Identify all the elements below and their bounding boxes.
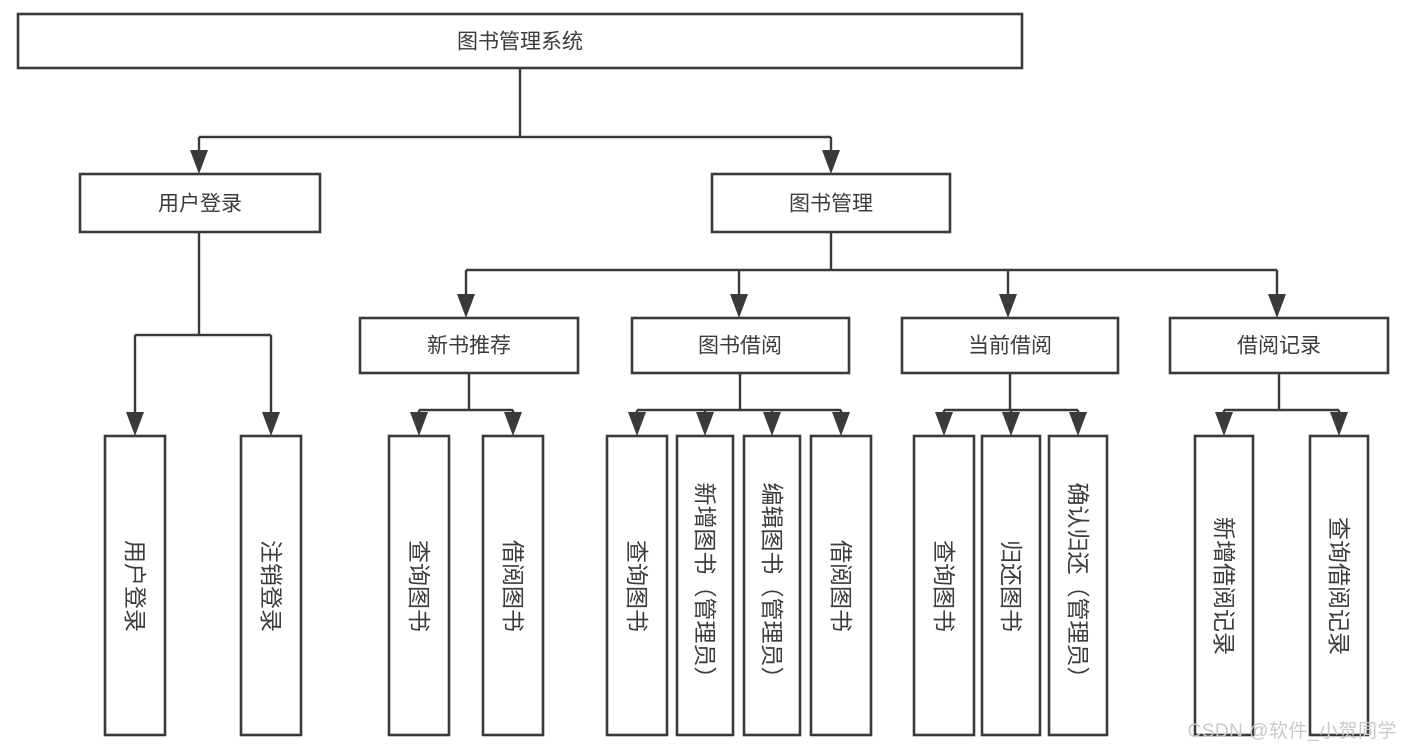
leaf-nb-borrow-book[interactable]: 借阅图书 [481, 434, 545, 737]
node-root-box[interactable] [16, 12, 1024, 70]
node-current-borrow[interactable]: 当前借阅 [900, 316, 1120, 375]
leaf-bb-query-book[interactable]: 查询图书 [605, 434, 669, 737]
arrow-head-bb-leaf-3 [763, 412, 781, 436]
leaf-user-login[interactable]: 用户登录 [103, 434, 167, 737]
arrow-head-current-borrow [999, 294, 1017, 318]
arrow-head-cb-leaf-3 [1069, 412, 1087, 436]
leaf-nb-query-book-label: 查询图书 [406, 540, 432, 632]
node-book-manage-label: 图书管理 [789, 193, 873, 216]
leaf-bb-query-book-label: 查询图书 [624, 540, 650, 632]
leaf-br-query-record-label: 查询借阅记录 [1326, 517, 1352, 655]
arrow-head-book-borrow [730, 294, 748, 318]
leaf-user-login-label: 用户登录 [122, 540, 148, 632]
connectors [126, 68, 1348, 436]
leaf-cb-query-book-box[interactable] [912, 434, 976, 737]
leaf-logout-label: 注销登录 [258, 540, 284, 632]
leaf-cb-query-book-label: 查询图书 [931, 540, 957, 632]
leaf-bb-edit-book-box[interactable] [742, 434, 802, 737]
leaf-logout-box[interactable] [239, 434, 303, 737]
leaf-cb-confirm-return[interactable]: 确认归还（管理员） [1047, 434, 1109, 737]
leaf-cb-return-book-label: 归还图书 [998, 540, 1024, 632]
arrow-head-cb-leaf-2 [1002, 412, 1020, 436]
leaf-user-login-box[interactable] [103, 434, 167, 737]
arrow-head-nb-leaf-2 [504, 412, 522, 436]
leaf-br-query-record-box[interactable] [1308, 434, 1370, 737]
leaf-br-add-record-label: 新增借阅记录 [1211, 517, 1237, 655]
leaf-br-query-record[interactable]: 查询借阅记录 [1308, 434, 1370, 737]
node-book-borrow[interactable]: 图书借阅 [630, 316, 851, 375]
leaf-nb-borrow-book-box[interactable] [481, 434, 545, 737]
node-borrow-record-box[interactable] [1168, 316, 1390, 375]
node-new-book-recommend-label: 新书推荐 [427, 335, 511, 358]
node-new-book-recommend-box[interactable] [358, 316, 580, 375]
leaf-bb-query-book-box[interactable] [605, 434, 669, 737]
node-user-login-box[interactable] [78, 172, 322, 234]
arrow-head-nb-leaf-1 [410, 412, 428, 436]
leaf-br-add-record[interactable]: 新增借阅记录 [1193, 434, 1255, 737]
node-borrow-record-label: 借阅记录 [1237, 335, 1321, 358]
leaf-nb-query-book-box[interactable] [387, 434, 451, 737]
arrow-head-cb-leaf-1 [935, 412, 953, 436]
leaf-logout[interactable]: 注销登录 [239, 434, 303, 737]
leaf-bb-borrow-book-box[interactable] [809, 434, 873, 737]
arrow-head-user-login [190, 150, 208, 174]
leaf-bb-add-book-label: 新增图书（管理员） [692, 483, 718, 690]
leaf-nb-query-book[interactable]: 查询图书 [387, 434, 451, 737]
node-root[interactable]: 图书管理系统 [16, 12, 1024, 70]
leaf-bb-edit-book-label: 编辑图书（管理员） [759, 483, 785, 690]
leaf-bb-borrow-book[interactable]: 借阅图书 [809, 434, 873, 737]
leaf-cb-query-book[interactable]: 查询图书 [912, 434, 976, 737]
leaf-bb-add-book-box[interactable] [675, 434, 735, 737]
leaf-cb-confirm-return-box[interactable] [1047, 434, 1109, 737]
arrow-head-br-leaf-1 [1215, 412, 1233, 436]
arrow-head-bb-leaf-1 [628, 412, 646, 436]
arrow-head-bb-leaf-4 [832, 412, 850, 436]
node-current-borrow-box[interactable] [900, 316, 1120, 375]
arrow-head-book-manage [822, 150, 840, 174]
node-book-borrow-box[interactable] [630, 316, 851, 375]
node-current-borrow-label: 当前借阅 [968, 335, 1052, 358]
leaf-cb-return-book[interactable]: 归还图书 [980, 434, 1042, 737]
node-book-manage-box[interactable] [710, 172, 952, 234]
leaf-cb-return-book-box[interactable] [980, 434, 1042, 737]
arrow-head-br-leaf-2 [1330, 412, 1348, 436]
node-root-label: 图书管理系统 [457, 31, 583, 54]
leaf-br-add-record-box[interactable] [1193, 434, 1255, 737]
arrow-head-leaf-user-login [126, 412, 144, 436]
arrow-head-new-book [457, 294, 475, 318]
leaf-bb-borrow-book-label: 借阅图书 [828, 540, 854, 632]
leaf-bb-add-book[interactable]: 新增图书（管理员） [675, 434, 735, 737]
node-book-manage[interactable]: 图书管理 [710, 172, 952, 234]
node-user-login[interactable]: 用户登录 [78, 172, 322, 234]
node-book-borrow-label: 图书借阅 [698, 335, 782, 358]
arrow-head-borrow-record [1268, 294, 1286, 318]
arrow-head-leaf-logout [262, 412, 280, 436]
arrow-head-bb-leaf-2 [696, 412, 714, 436]
leaf-cb-confirm-return-label: 确认归还（管理员） [1065, 483, 1091, 690]
node-new-book-recommend[interactable]: 新书推荐 [358, 316, 580, 375]
leaf-nb-borrow-book-label: 借阅图书 [500, 540, 526, 632]
csdn-watermark: CSDN @软件_小贺同学 [1187, 721, 1397, 742]
leaf-bb-edit-book[interactable]: 编辑图书（管理员） [742, 434, 802, 737]
node-borrow-record[interactable]: 借阅记录 [1168, 316, 1390, 375]
node-user-login-label: 用户登录 [158, 193, 242, 216]
